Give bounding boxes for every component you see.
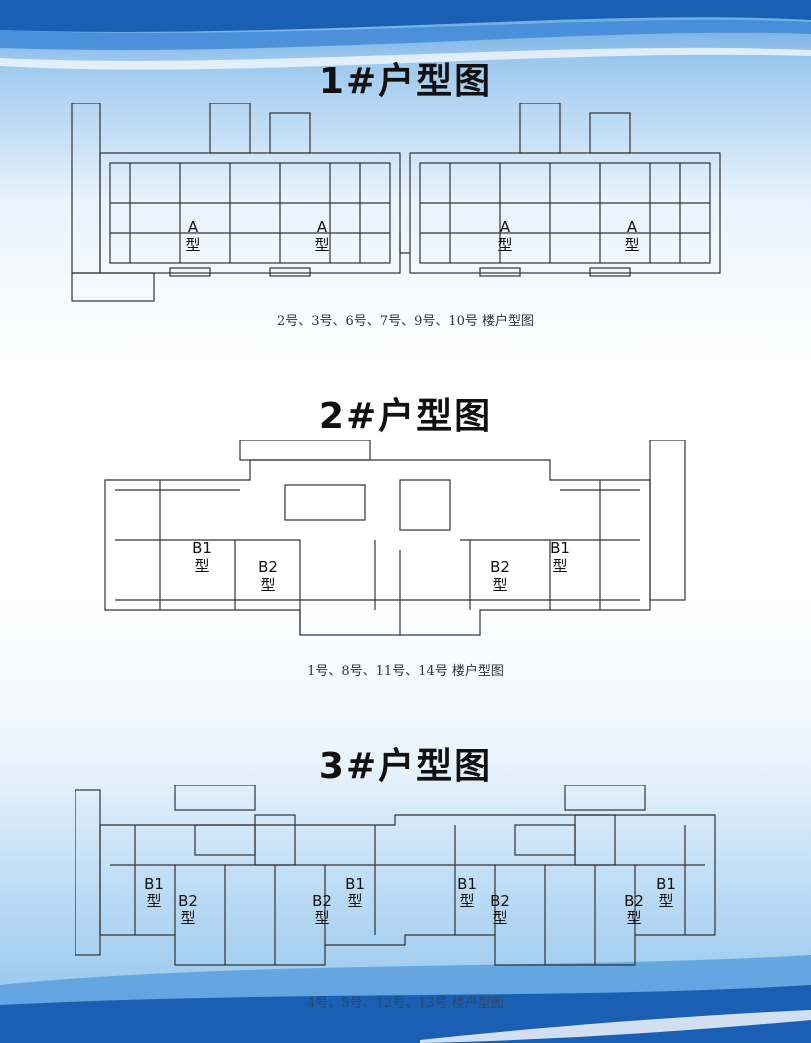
section-2-caption: 1号、8号、11号、14号 楼户型图: [307, 664, 504, 679]
section-3-title: 3#户型图: [318, 746, 493, 787]
section-2-title: 2#户型图: [318, 396, 493, 437]
section-3-caption: 4号、5号、12号、13号 楼户型图: [307, 996, 504, 1011]
section-1-title: 1#户型图: [318, 61, 493, 102]
floor-plan-1: [71, 103, 721, 302]
section-1-caption: 2号、3号、6号、7号、9号、10号 楼户型图: [276, 314, 535, 329]
floor-plan-2: [104, 440, 686, 636]
floor-plan-3: [75, 785, 716, 966]
